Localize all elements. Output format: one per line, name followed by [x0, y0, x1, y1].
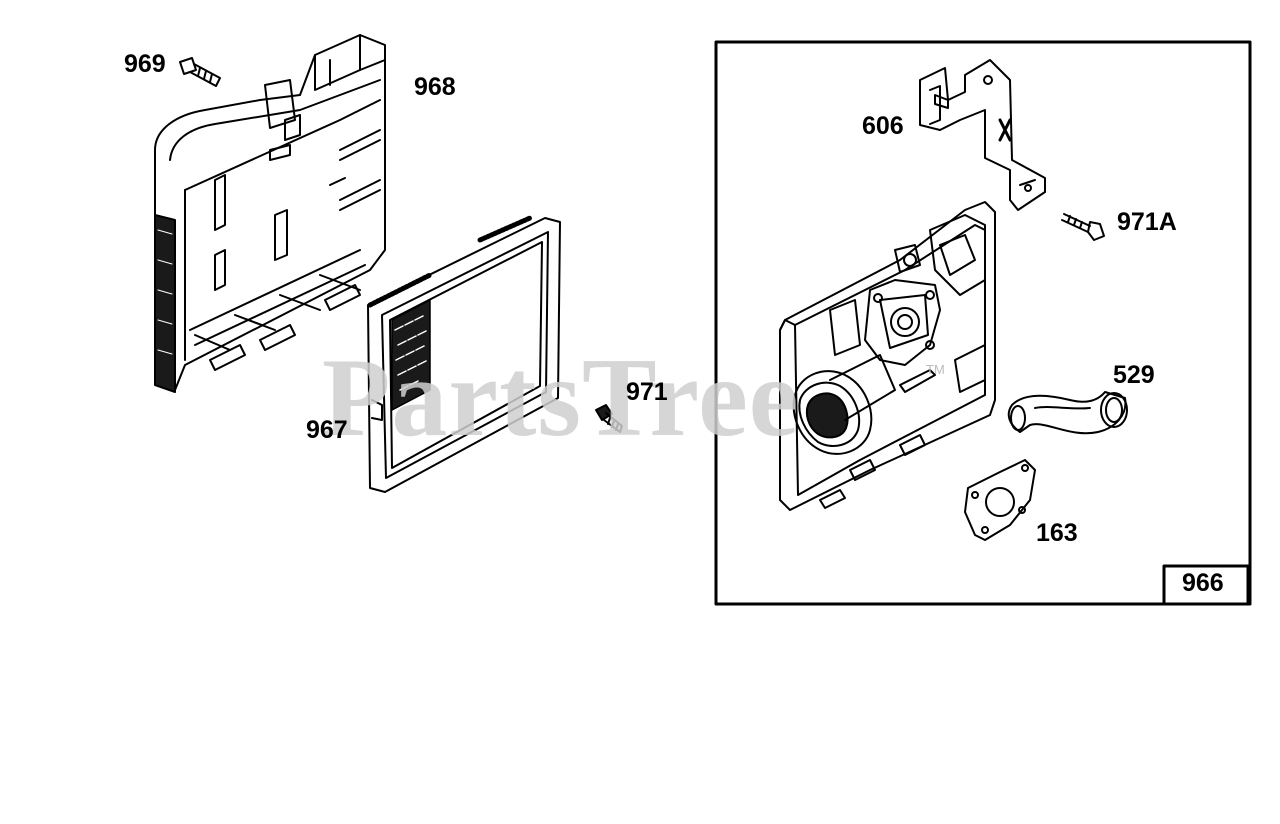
bolt-969-drawing [179, 57, 221, 87]
trademark-mark: TM [926, 362, 945, 377]
callout-529: 529 [1113, 361, 1155, 389]
callout-606: 606 [862, 112, 904, 140]
screw-971-drawing [595, 404, 623, 433]
adapter-plate-drawing [779, 201, 996, 511]
callout-969: 969 [124, 50, 166, 78]
air-cleaner-base-drawing [154, 34, 386, 393]
bracket-606-drawing [919, 59, 1046, 211]
callout-971A: 971A [1117, 208, 1177, 236]
kit-box-frame [714, 40, 1252, 606]
air-filter-drawing [367, 215, 561, 493]
callout-968: 968 [414, 73, 456, 101]
screw-971A-drawing [1061, 213, 1105, 241]
elbow-529-drawing [1007, 391, 1128, 435]
gasket-163-drawing [964, 459, 1036, 541]
callout-967: 967 [306, 416, 348, 444]
watermark-text: PartsTree [322, 336, 800, 460]
kit-box-label-966: 966 [1182, 569, 1224, 597]
callout-163: 163 [1036, 519, 1078, 547]
callout-971: 971 [626, 378, 668, 406]
